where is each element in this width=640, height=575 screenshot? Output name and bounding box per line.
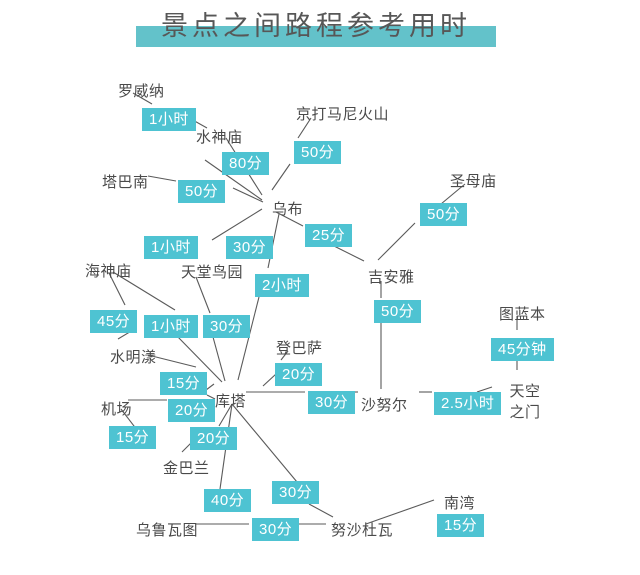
place-node-jichang: 机场	[101, 401, 133, 418]
page-title: 景点之间路程参考用时	[161, 11, 471, 41]
duration-badge-wuluwatu-nushaduwa: 30分	[252, 518, 300, 541]
page-title-area: 景点之间路程参考用时	[0, 0, 640, 60]
place-node-kuta: 库塔	[215, 393, 247, 410]
place-node-wuluwatu: 乌鲁瓦图	[136, 522, 199, 539]
duration-badge-dengbasa-kuta: 20分	[275, 363, 323, 386]
duration-badge-tabanan-wubu: 50分	[178, 180, 226, 203]
duration-badge-kuta-nushaduwa: 30分	[272, 481, 320, 504]
place-node-shengmumiao: 圣母庙	[450, 173, 497, 190]
diagram-edge-line	[237, 296, 260, 381]
duration-badge-shanuer-tiankongzhimen: 2.5小时	[434, 392, 502, 415]
title-highlight-bar	[136, 26, 496, 47]
diagram-edge-line	[271, 163, 291, 191]
duration-badge-tiantangniaoyuan-wubu: 30分	[226, 236, 274, 259]
duration-badge-jichang-kuta: 20分	[168, 399, 216, 422]
duration-badge-nushaduwa-nanwan: 15分	[437, 514, 485, 537]
duration-badge-tiantangniaoyuan-kuta: 30分	[203, 315, 251, 338]
place-node-wubu: 乌布	[272, 201, 304, 218]
duration-badge-jinbalan-kuta: 20分	[190, 427, 238, 450]
place-node-shuishenmiao: 水神庙	[196, 129, 243, 146]
place-node-tulanben: 图蓝本	[499, 306, 546, 323]
diagram-edge-line	[308, 503, 334, 518]
duration-badge-wubu-kuta: 2小时	[255, 274, 309, 297]
place-node-luoweina: 罗威纳	[118, 83, 165, 100]
duration-badge-shuishenmiao-wubu: 80分	[222, 152, 270, 175]
place-node-tiankongzhimen: 天空之门	[509, 383, 541, 421]
place-node-tabanan: 塔巴南	[102, 174, 149, 191]
place-node-shanuer: 沙努尔	[361, 397, 408, 414]
diagram-edge-line	[231, 403, 298, 483]
diagram-edge-line	[212, 336, 226, 382]
duration-badge-haishenmiao-kuta: 1小时	[144, 315, 198, 338]
duration-badge-luoweina-shuishenmiao: 1小时	[142, 108, 196, 131]
place-node-shuimingyang: 水明漾	[110, 349, 157, 366]
duration-badge-jichang-jinbalan: 15分	[109, 426, 157, 449]
place-node-jianya: 吉安雅	[368, 269, 415, 286]
place-node-tiantangniaoyuan: 天堂鸟园	[181, 264, 244, 281]
duration-badge-shengmumiao-jianya: 50分	[420, 203, 468, 226]
duration-badge-jianya-shanuer: 50分	[374, 300, 422, 323]
place-node-haishenmiao: 海神庙	[85, 263, 132, 280]
diagram-edge-line	[232, 187, 264, 203]
place-node-nanwan: 南湾	[444, 495, 476, 512]
diagram-edge-line	[195, 276, 211, 314]
diagram-edge-line	[377, 222, 416, 261]
duration-badge-kuta-shanuer: 30分	[308, 391, 356, 414]
duration-badge-jingdamani-wubu: 50分	[294, 141, 342, 164]
place-node-jingdamani: 京打马尼火山	[296, 106, 390, 123]
diagram-edge-line	[147, 175, 177, 182]
diagram-edge-line	[205, 383, 215, 391]
duration-badge-shuimingyang-kuta: 15分	[160, 372, 208, 395]
duration-badge-wuluwatu-kuta: 40分	[204, 489, 252, 512]
duration-badge-tulanben-tiankongzhimen: 45分钟	[491, 338, 554, 361]
place-node-dengbasa: 登巴萨	[276, 340, 323, 357]
duration-badge-haishenmiao-wubu: 1小时	[144, 236, 198, 259]
duration-badge-haishenmiao-shuimingyang: 45分	[90, 310, 138, 333]
duration-badge-wubu-jianya: 25分	[305, 224, 353, 247]
place-node-jinbalan: 金巴兰	[163, 460, 210, 477]
place-node-nushaduwa: 努沙杜瓦	[331, 522, 394, 539]
